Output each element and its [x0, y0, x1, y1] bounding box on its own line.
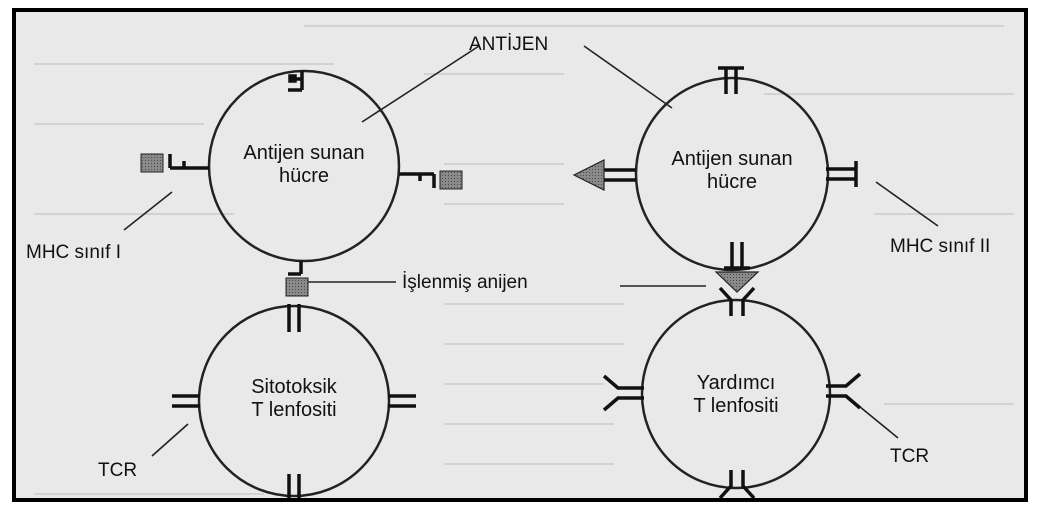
mhc-class1-top — [288, 71, 302, 90]
tcr-helper-bottom — [720, 470, 754, 498]
label-tcr-right: TCR — [890, 446, 929, 468]
label-cytotoxic-t: Sitotoksik T lenfositi — [216, 376, 372, 422]
diagram-drawing — [16, 12, 1024, 498]
label-antigen: ANTİJEN — [469, 34, 548, 56]
label-apc-right-line2: hücre — [656, 171, 808, 194]
label-helper-line2: T lenfositi — [658, 395, 814, 418]
tcr-cytotoxic-bottom — [289, 474, 299, 498]
tcr-helper-left — [604, 376, 644, 410]
tcr-cytotoxic-top — [289, 304, 299, 332]
label-cytotoxic-line1: Sitotoksik — [216, 376, 372, 399]
tcr-cytotoxic-left — [172, 396, 200, 406]
mhc-class2-bottom — [724, 242, 750, 268]
label-cytotoxic-line2: T lenfositi — [216, 399, 372, 422]
mhc-class1-bottom — [288, 261, 301, 274]
mhc-class2-left — [602, 170, 636, 180]
mhc-class2-top — [718, 68, 744, 94]
tcr-cytotoxic-right — [388, 396, 416, 406]
label-mhc-class2: MHC sınıf II — [890, 236, 990, 258]
label-mhc-class1: MHC sınıf I — [26, 242, 121, 264]
label-apc-right: Antijen sunan hücre — [656, 148, 808, 194]
processed-antigen-square-left — [286, 278, 308, 296]
label-apc-left-line2: hücre — [228, 165, 380, 188]
label-tcr-left: TCR — [98, 460, 137, 482]
label-apc-right-line1: Antijen sunan — [656, 148, 808, 171]
background-texture — [34, 26, 1014, 494]
antigen-triangle-left — [574, 160, 604, 190]
label-helper-line1: Yardımcı — [658, 372, 814, 395]
mhc-class1-right — [399, 171, 462, 189]
mhc-class2-right — [826, 161, 856, 187]
label-helper-t: Yardımcı T lenfositi — [658, 372, 814, 418]
label-processed-antigen: İşlenmiş anijen — [402, 272, 528, 294]
diagram-frame: ANTİJEN Antijen sunan hücre Antijen suna… — [12, 8, 1028, 502]
mhc-class1-left — [141, 154, 209, 172]
label-apc-left: Antijen sunan hücre — [228, 142, 380, 188]
label-apc-left-line1: Antijen sunan — [228, 142, 380, 165]
